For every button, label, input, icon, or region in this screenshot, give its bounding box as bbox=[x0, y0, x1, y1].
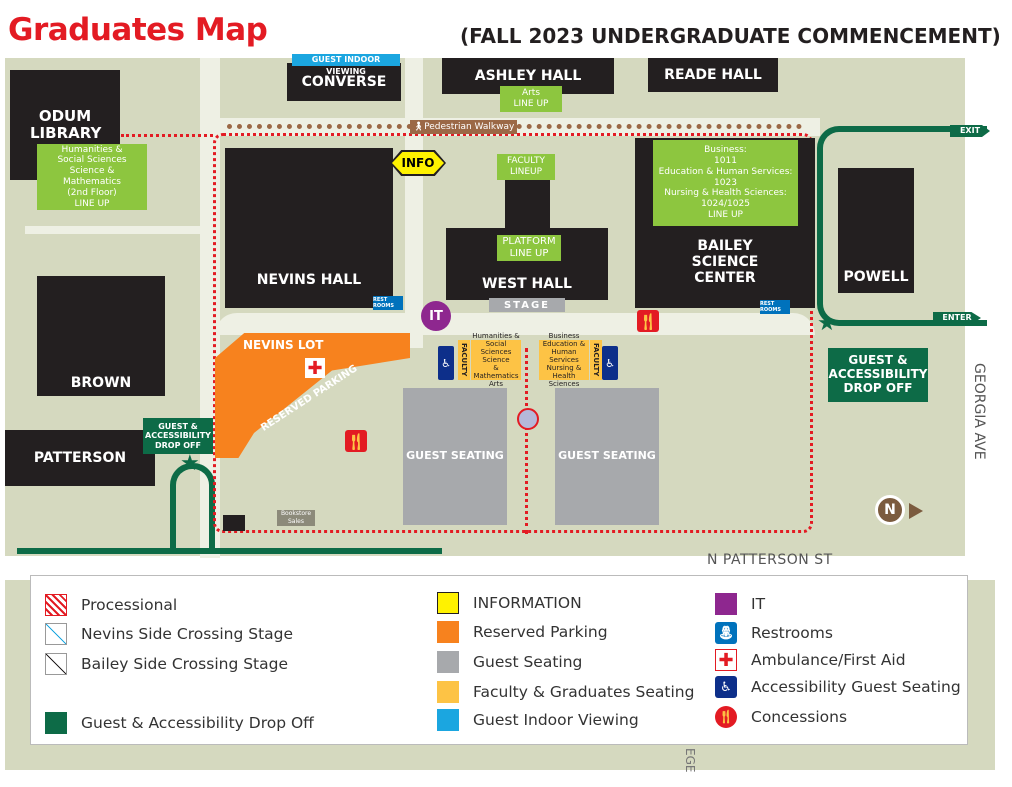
legend-item-processional: Processional bbox=[45, 594, 177, 616]
blue-square-icon bbox=[437, 709, 459, 731]
concessions-icon: 🍴︎ bbox=[637, 310, 659, 332]
legend: Processional Nevins Side Crossing Stage … bbox=[30, 575, 968, 745]
north-compass-icon: N bbox=[875, 495, 905, 525]
drop-off-star-icon: ★ bbox=[817, 311, 837, 336]
wheelchair-icon: ♿︎ bbox=[602, 346, 618, 380]
first-aid-cross-icon: ✚ bbox=[305, 358, 325, 379]
legend-item-guest-seating: Guest Seating bbox=[437, 651, 582, 673]
brown: BROWN bbox=[37, 276, 165, 396]
ashley-hall: ASHLEY HALL bbox=[442, 58, 614, 94]
wheelchair-icon: ♿︎ bbox=[438, 346, 454, 380]
campus-map: 🚶︎Pedestrian Walkway ODUM LIBRARY CONVER… bbox=[5, 54, 995, 773]
legend-item-information: INFORMATION bbox=[437, 592, 582, 614]
legend-item-bailey-side: Bailey Side Crossing Stage bbox=[45, 653, 288, 675]
bookstore-sales-label: Bookstore Sales bbox=[277, 510, 315, 526]
black-dotted-line-icon bbox=[45, 653, 67, 675]
stage: STAGE bbox=[489, 298, 565, 312]
info-label: INFO bbox=[392, 152, 444, 174]
legend-item-indoor-viewing: Guest Indoor Viewing bbox=[437, 709, 639, 731]
legend-item-concessions: 🍴︎Concessions bbox=[715, 706, 847, 728]
legend-item-it: IT bbox=[715, 593, 765, 615]
nevins-lot-label: NEVINS LOT bbox=[243, 338, 324, 352]
wheelchair-icon: ♿︎ bbox=[715, 676, 737, 698]
first-aid-cross-icon: ✚ bbox=[715, 649, 737, 671]
nevins-hall: NEVINS HALL bbox=[225, 148, 393, 308]
legend-item-nevins-side: Nevins Side Crossing Stage bbox=[45, 623, 293, 645]
legend-item-reserved-parking: Reserved Parking bbox=[437, 621, 608, 643]
converse: CONVERSE bbox=[287, 63, 401, 101]
restroom-icon: ⛲︎ bbox=[715, 622, 737, 644]
reade-hall: READE HALL bbox=[648, 58, 778, 92]
legend-item-first-aid: ✚Ambulance/First Aid bbox=[715, 649, 906, 671]
gold-square-icon bbox=[437, 681, 459, 703]
patterson: PATTERSON bbox=[5, 430, 155, 486]
path bbox=[25, 226, 215, 234]
drop-off-road bbox=[817, 126, 987, 326]
purple-square-icon bbox=[715, 593, 737, 615]
aisle-circle bbox=[517, 408, 539, 430]
powell: POWELL bbox=[838, 168, 914, 293]
n-patterson-st-label: N PATTERSON ST bbox=[707, 552, 833, 568]
concessions-icon: 🍴︎ bbox=[345, 430, 367, 452]
faculty-seating-right: FACULTY bbox=[590, 340, 602, 380]
restroom-icon: REST ROOMS bbox=[760, 300, 790, 314]
legend-item-faculty-seating: Faculty & Graduates Seating bbox=[437, 681, 694, 703]
enter-arrow: ENTER bbox=[933, 312, 981, 324]
orange-square-icon bbox=[437, 621, 459, 643]
yellow-square-icon bbox=[437, 592, 459, 614]
north-arrow-icon bbox=[909, 503, 923, 519]
drop-off-star-icon: ★ bbox=[180, 451, 200, 476]
processional-route bbox=[525, 348, 529, 534]
exit-arrow: EXIT bbox=[950, 125, 990, 137]
restroom-icon: REST ROOMS bbox=[373, 296, 403, 310]
guest-seating-right: GUEST SEATING bbox=[555, 388, 659, 525]
guest-drop-off-right: GUEST & ACCESSIBILITY DROP OFF bbox=[828, 348, 928, 402]
processional-route bbox=[213, 133, 813, 533]
drop-off-road bbox=[17, 548, 442, 554]
map-title: Graduates Map bbox=[8, 12, 268, 48]
processional-route bbox=[121, 134, 213, 137]
drop-off-road bbox=[170, 463, 215, 553]
pedestrian-walkway-label: 🚶︎Pedestrian Walkway bbox=[410, 120, 517, 134]
concessions-icon: 🍴︎ bbox=[715, 706, 737, 728]
grey-square-icon bbox=[437, 651, 459, 673]
legend-item-accessibility: ♿︎Accessibility Guest Seating bbox=[715, 676, 961, 698]
pedestrian-icon: 🚶︎ bbox=[412, 122, 425, 132]
street-label-fragment: EGE bbox=[683, 748, 697, 773]
small-building bbox=[223, 515, 245, 531]
guest-drop-off-left: GUEST & ACCESSIBILITY DROP OFF bbox=[143, 418, 213, 454]
georgia-ave-label: GEORGIA AVE bbox=[971, 363, 987, 460]
legend-item-drop-off: Guest & Accessibility Drop Off bbox=[45, 712, 314, 734]
map-subtitle: (FALL 2023 UNDERGRADUATE COMMENCEMENT) bbox=[460, 24, 1001, 48]
dark-green-square-icon bbox=[45, 712, 67, 734]
blue-dotted-line-icon bbox=[45, 623, 67, 645]
path bbox=[215, 313, 815, 335]
legend-item-restrooms: ⛲︎Restrooms bbox=[715, 622, 833, 644]
processional-icon bbox=[45, 594, 67, 616]
faculty-seating-left: FACULTY bbox=[458, 340, 470, 380]
guest-indoor-viewing-label: GUEST INDOOR VIEWING bbox=[292, 54, 400, 76]
guest-seating-left: GUEST SEATING bbox=[403, 388, 507, 525]
it-marker: IT bbox=[421, 301, 451, 331]
